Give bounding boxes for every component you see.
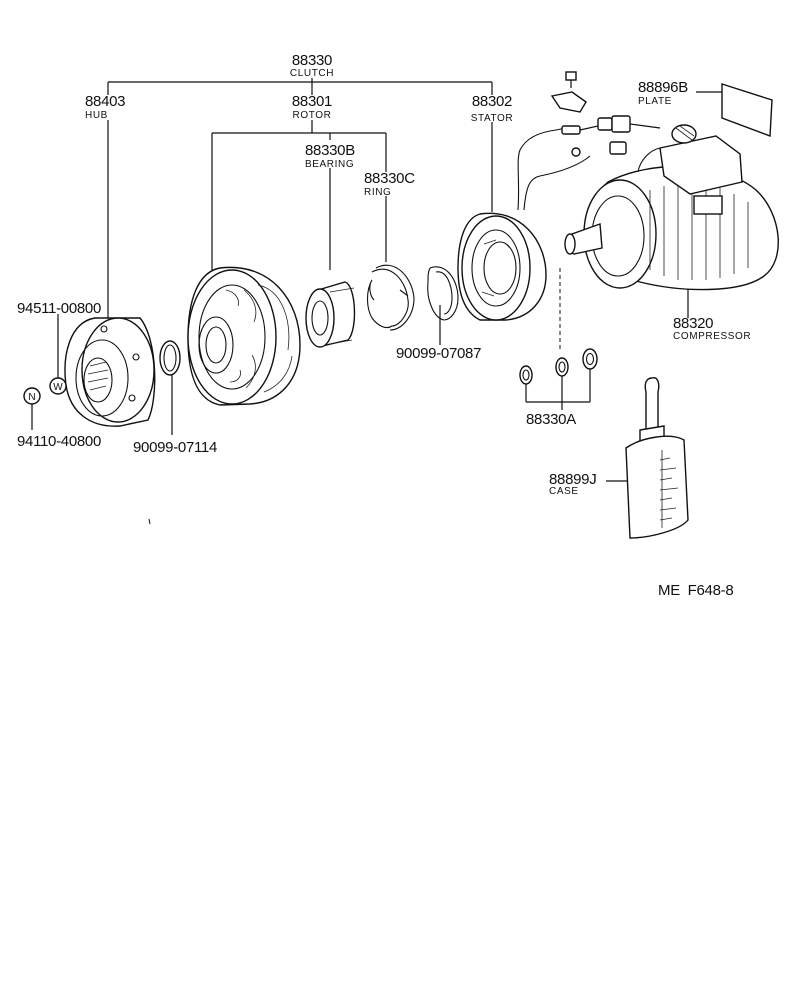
bearing-number: 88330B: [305, 142, 355, 159]
nut-symbol: N: [28, 392, 35, 403]
bearing-name: BEARING: [305, 159, 354, 170]
washer-number: 94511-00800: [17, 300, 101, 317]
hub-name: HUB: [85, 110, 108, 121]
rotor-part: [187, 266, 301, 406]
snap-ring-hub-number: 90099-07114: [133, 439, 217, 456]
nut-number: 94110-40800: [17, 433, 101, 450]
snap-ring-stator-number: 90099-07087: [396, 345, 481, 362]
snap-ring-stator-part: [427, 266, 459, 321]
hub-part: [64, 317, 156, 427]
stator-name: STATOR: [471, 113, 514, 124]
plate-name: PLATE: [638, 96, 672, 107]
compressor-number: 88320: [673, 315, 713, 332]
bearing-part: [305, 281, 356, 348]
plate-number: 88896B: [638, 79, 688, 96]
washer-symbol: W: [53, 382, 63, 393]
nut-part: [23, 387, 41, 405]
figure-code: ME F648-8: [658, 582, 733, 599]
hub-number: 88403: [85, 93, 125, 110]
plate-part: [721, 83, 773, 137]
case-part: [625, 377, 689, 539]
compressor-part: [564, 124, 779, 291]
ring-part: [366, 264, 415, 331]
clutch-name: CLUTCH: [290, 68, 334, 79]
leader-lines: [31, 78, 722, 482]
clutch-number: 88330: [292, 52, 332, 69]
connector-parts: [550, 71, 661, 157]
case-number: 88899J: [549, 471, 596, 488]
stator-number: 88302: [472, 93, 512, 110]
shims-part: [519, 348, 598, 385]
rotor-name: ROTOR: [293, 110, 332, 121]
ring-number: 88330C: [364, 170, 415, 187]
rotor-number: 88301: [292, 93, 332, 110]
snap-ring-hub-part: [159, 340, 181, 376]
stray-mark: [148, 518, 151, 525]
washer-part: [49, 377, 67, 395]
ring-name: RING: [364, 187, 391, 198]
labels: 88330 CLUTCH 88403 HUB 88301 ROTOR 88302…: [17, 52, 751, 599]
case-name: CASE: [549, 486, 579, 497]
stator-part: [457, 127, 591, 321]
shims-number: 88330A: [526, 411, 576, 428]
compressor-name: COMPRESSOR: [673, 331, 751, 342]
